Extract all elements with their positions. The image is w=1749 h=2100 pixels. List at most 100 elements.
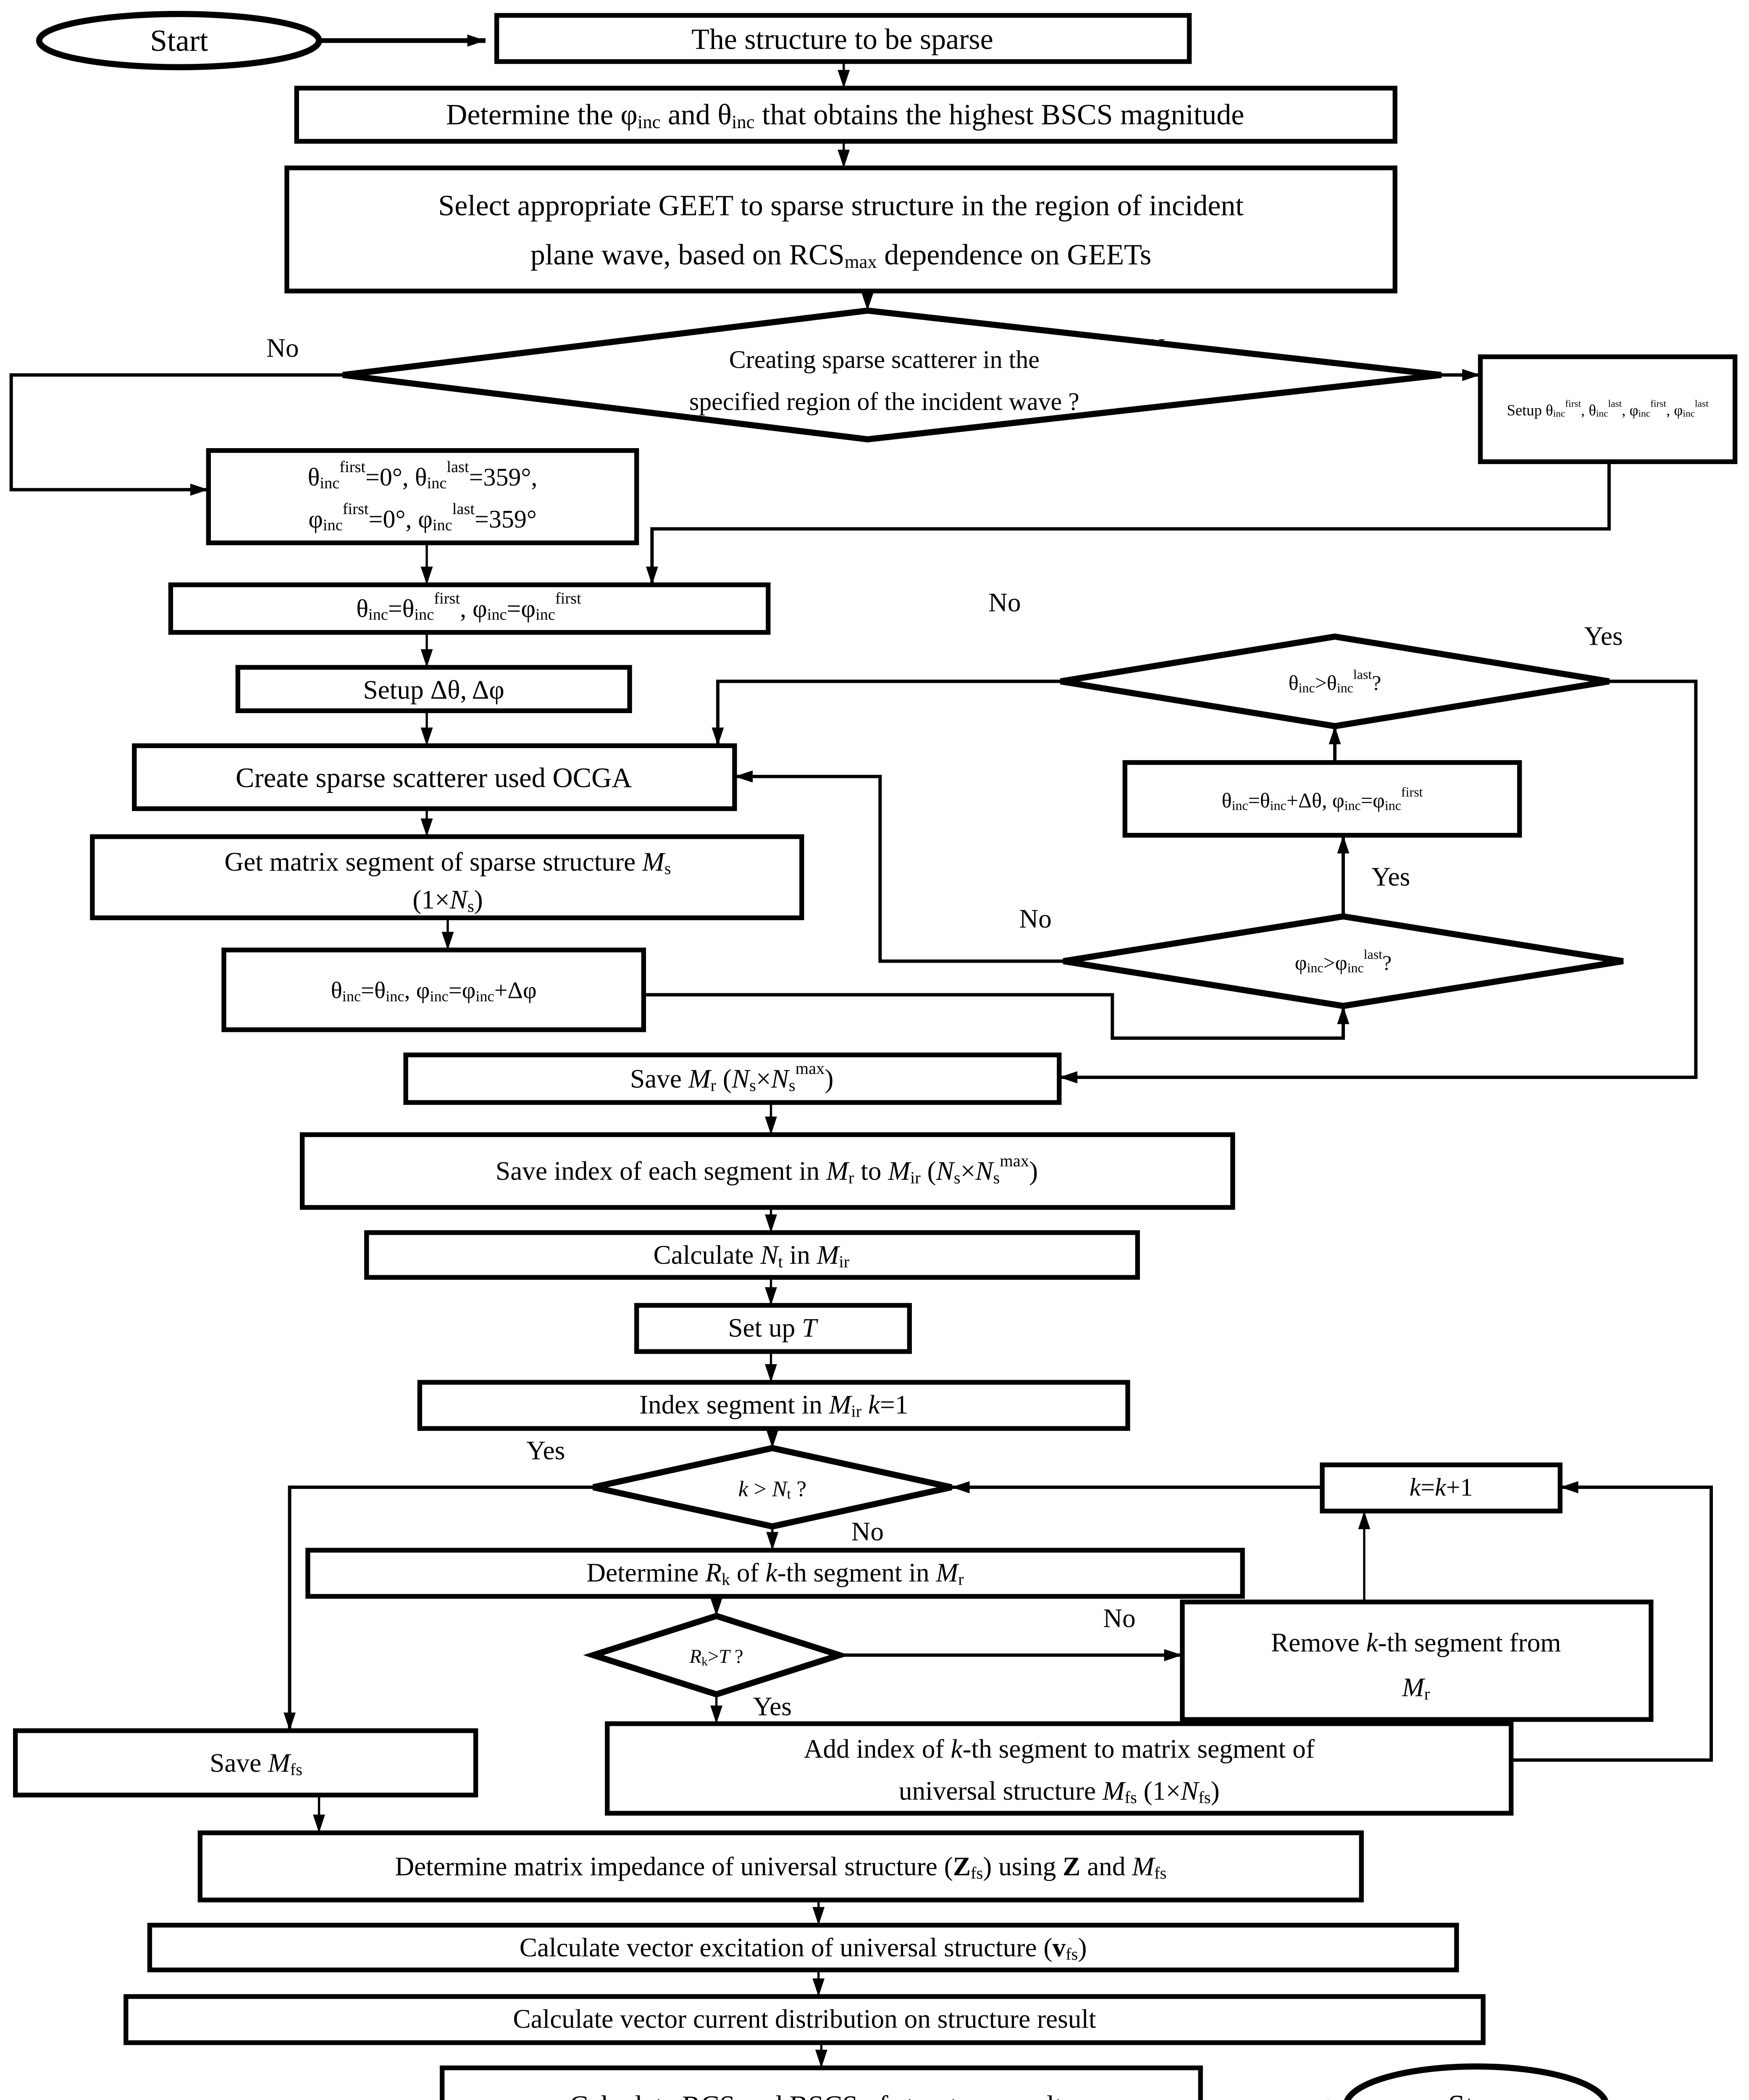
node-calc-nt: Calculate Nt in Mir [364,1230,1140,1280]
node-rcs: Calculate RCS and BSCS of structure resu… [439,2065,1203,2100]
save-mfs-box [13,1728,478,1798]
structure-label: The structure to be sparse [691,23,993,55]
node-advance-phi: θinc=θinc, φinc=φinc+Δφ [221,948,646,1032]
select-geet-box [284,165,1397,294]
node-init-angles: θinc=θincfirst, φinc=φincfirst [168,582,771,635]
node-save-index: Save index of each segment in Mr to Mir … [299,1132,1235,1210]
branch-label-rkcheck-no: No [1103,1604,1135,1633]
node-setup-t: Set up T [634,1303,912,1354]
node-phi-check: φinc>φinclast? [1063,913,1624,1009]
remove-segment-label-line1: Remove k-th segment from [1271,1628,1561,1657]
edge-phicheck-no-create [734,770,1064,963]
get-matrix-label-line1: Get matrix segment of sparse structure M… [224,847,671,878]
rk-check-label: Rk>T ? [689,1646,743,1668]
current-box [123,1994,1486,2045]
node-setup-limits: Setup θincfirst, θinclast, φincfirst, φi… [1478,354,1738,464]
remove-segment-box [1180,1599,1654,1722]
node-get-matrix: Get matrix segment of sparse structure M… [90,834,804,920]
node-excitation: Calculate vector excitation of universal… [147,1923,1459,1972]
get-matrix-label-line2: (1×Ns) [412,885,483,916]
setup-limits-box [1478,354,1738,464]
impedance-box [197,1830,1364,1903]
node-current: Calculate vector current distribution on… [123,1994,1486,2045]
region-decision-label-line2: specified region of the incident wave ? [689,388,1079,415]
rcs-label: Calculate RCS and BSCS of structure resu… [570,2090,1073,2100]
select-geet-label-line2: plane wave, based on RCSmax dependence o… [530,239,1151,272]
save-mfs-label: Save Mfs [210,1748,302,1779]
theta-check-diamond [1060,633,1610,730]
start-oval [36,10,322,71]
edge-advancephi-phicheck [643,993,1350,1040]
node-stop: Stop [1344,2063,1608,2100]
stop-oval [1344,2063,1608,2100]
edge-add-incrementk [1511,1481,1713,1762]
node-theta-check: θinc>θinclast? [1060,633,1610,730]
default-limits-box [206,448,639,546]
branch-label-kcheck-no: No [851,1517,884,1546]
add-index-box [605,1721,1514,1816]
branch-label-kcheck-yes: Yes [526,1436,565,1465]
determine-angles-label: Determine the φinc and θinc that obtains… [446,99,1244,132]
theta-check-label: θinc>θinclast? [1289,667,1381,695]
node-save-mr: Save Mr (Ns×Nsmax) [403,1053,1062,1105]
node-select-geet: Select appropriate GEET to sparse struct… [284,165,1397,294]
edge-thetacheck-yes-savemr [1059,680,1698,1084]
node-rk-check: Rk>T ? [583,1612,850,1698]
branch-label-phicheck-yes: Yes [1371,862,1410,892]
start-label: Start [150,24,208,58]
init-angles-label: θinc=θincfirst, φinc=φincfirst [356,590,581,623]
init-angles-box [168,582,771,635]
save-mr-label: Save Mr (Ns×Nsmax) [630,1059,833,1095]
setup-t-label: Set up T [728,1313,818,1342]
setup-limits-label: Setup θincfirst, θinclast, φincfirst, φi… [1507,398,1709,419]
index-segment-box [417,1380,1130,1431]
create-scatterer-box [132,743,737,811]
node-impedance: Determine matrix impedance of universal … [197,1830,1364,1903]
increment-k-label: k=k+1 [1410,1473,1473,1501]
branch-label-rkcheck-yes: Yes [753,1692,792,1721]
add-index-label-line1: Add index of k-th segment to matrix segm… [804,1734,1315,1764]
region-decision-label-line1: Creating sparse scatterer in the [729,346,1040,373]
excitation-box [147,1923,1459,1972]
impedance-label: Determine matrix impedance of universal … [395,1852,1166,1882]
advance-theta-label: θinc=θinc+Δθ, φinc=φincfirst [1222,785,1423,813]
setup-t-box [634,1303,912,1354]
phi-check-label: φinc>φinclast? [1295,947,1392,975]
node-save-mfs: Save Mfs [13,1728,478,1798]
node-setup-steps: Setup Δθ, Δφ [235,665,632,713]
save-mr-box [403,1053,1062,1105]
node-start: Start [36,10,322,71]
setup-steps-box [235,665,632,713]
calc-nt-label: Calculate Nt in Mir [654,1240,850,1271]
node-add-index: Add index of k-th segment to matrix segm… [605,1721,1514,1816]
determine-rk-label: Determine Rk of k-th segment in Mr [586,1558,964,1588]
node-create-scatterer: Create sparse scatterer used OCGA [132,743,737,811]
node-increment-k: k=k+1 [1320,1462,1563,1514]
k-check-diamond [592,1445,952,1530]
save-index-label: Save index of each segment in Mr to Mir … [496,1151,1038,1187]
advance-phi-label: θinc=θinc, φinc=φinc+Δφ [331,977,537,1005]
determine-angles-box [294,86,1397,144]
node-region-decision: Creating sparse scatterer in the specifi… [342,307,1442,443]
node-advance-theta: θinc=θinc+Δθ, φinc=φincfirst [1122,760,1522,838]
branch-label-region-no: No [266,333,299,362]
calc-nt-box [364,1230,1140,1280]
default-limits-label-line2: φincfirst=0°, φinclast=359° [308,500,536,534]
edge-region-no-defaults [9,373,343,496]
edge-thetacheck-no-create [712,680,1061,746]
increment-k-box [1320,1462,1563,1514]
save-index-box [299,1132,1235,1210]
region-decision-diamond [342,307,1442,443]
branch-label-phicheck-no: No [1019,904,1051,934]
stop-label: Stop [1448,2089,1504,2100]
current-label: Calculate vector current distribution on… [513,2004,1096,2034]
phi-check-diamond [1063,913,1624,1009]
excitation-label: Calculate vector excitation of universal… [520,1933,1087,1964]
remove-segment-label-line2: Mr [1402,1672,1430,1703]
add-index-label-line2: universal structure Mfs (1×Nfs) [899,1776,1220,1807]
advance-theta-box [1122,760,1522,838]
node-k-check: k > Nt ? [592,1445,952,1530]
node-remove-segment: Remove k-th segment from Mr [1180,1599,1654,1722]
select-geet-label-line1: Select appropriate GEET to sparse struct… [438,189,1244,222]
